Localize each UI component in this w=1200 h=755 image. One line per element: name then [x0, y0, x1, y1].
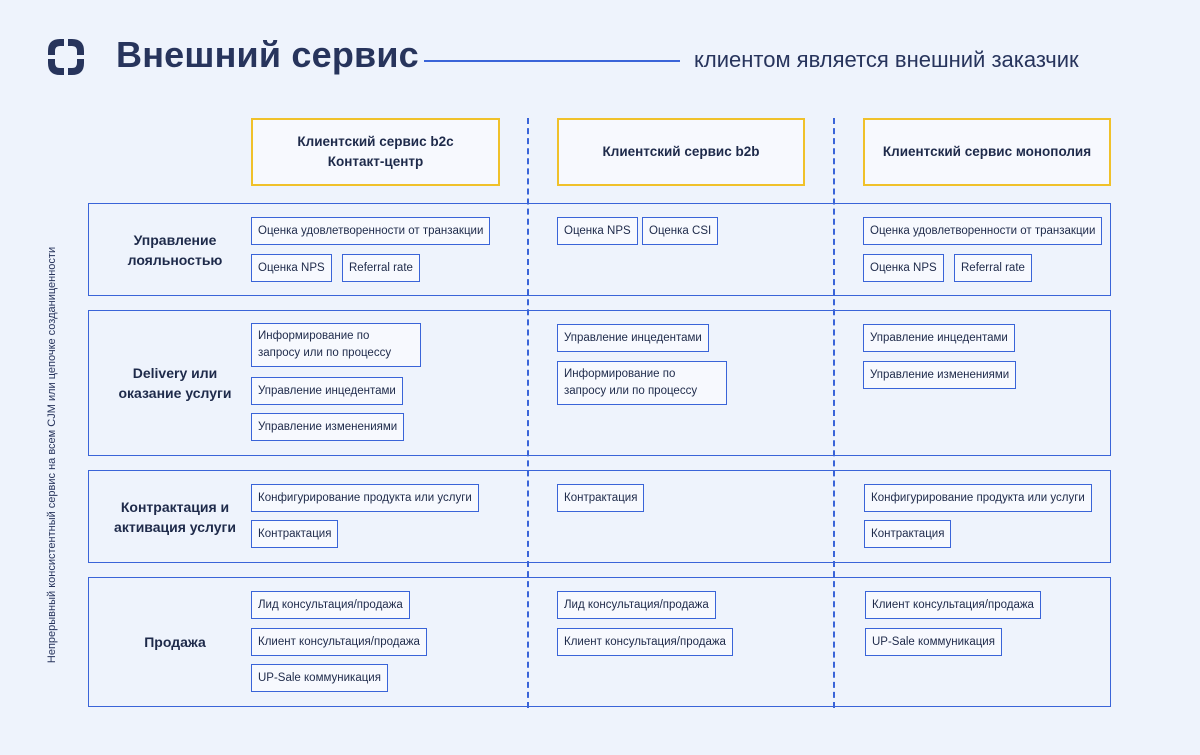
row-delivery [88, 310, 1111, 456]
tag-monopoly-delivery: Управление изменениями [863, 361, 1017, 389]
column-header-b2b-line1: Клиентский сервис b2b [602, 144, 760, 159]
tag-b2c-loyalty: Referral rate [342, 254, 420, 282]
title-divider [424, 60, 680, 62]
tag-b2b-loyalty: Оценка NPS [557, 217, 638, 245]
tag-b2c-delivery: Информирование по запросу или по процесс… [251, 323, 421, 367]
column-header-b2b: Клиентский сервис b2b [557, 118, 805, 186]
tag-monopoly-delivery: Управление инцедентами [863, 324, 1015, 352]
column-header-b2c-line1: Клиентский сервис b2c [297, 134, 454, 149]
page-subtitle: клиентом является внешний заказчик [694, 47, 1079, 72]
tag-b2c-sales: UP-Sale коммуникация [251, 664, 388, 692]
column-header-monopoly: Клиентский сервис монополия [863, 118, 1111, 186]
page-title: Внешний сервис [116, 34, 419, 75]
tag-monopoly-sales: Клиент консультация/продажа [865, 591, 1041, 619]
tag-monopoly-loyalty: Оценка удовлетворенности от транзакции [863, 217, 1103, 245]
tag-b2b-loyalty: Оценка CSI [642, 217, 719, 245]
row-label-line: Управление [133, 231, 217, 248]
column-header-b2c: Клиентский сервис b2c Контакт-центр [251, 118, 500, 186]
tag-monopoly-contracting: Конфигурирование продукта или услуги [864, 484, 1092, 512]
row-sales [88, 577, 1111, 707]
tag-b2b-sales: Лид консультация/продажа [557, 591, 716, 619]
column-header-monopoly-line1: Клиентский сервис монополия [882, 144, 1092, 159]
row-label-line: оказание услуги [118, 385, 232, 401]
tag-b2b-delivery: Информирование по запросу или по процесс… [557, 361, 727, 405]
row-label-line: лояльностью [127, 251, 223, 268]
tag-b2c-contracting: Конфигурирование продукта или услуги [251, 484, 479, 512]
tag-monopoly-loyalty: Referral rate [954, 254, 1032, 282]
column-header-b2c-line2: Контакт-центр [327, 154, 424, 169]
row-label-line: Продажа [144, 634, 206, 650]
row-label-line: Контрактация и [120, 498, 230, 515]
tag-b2c-sales: Лид консультация/продажа [251, 591, 410, 619]
row-label-delivery: Delivery или оказание услуги [90, 312, 260, 454]
logo-icon [48, 39, 84, 75]
tag-b2b-sales: Клиент консультация/продажа [557, 628, 733, 656]
tag-b2c-delivery: Управление изменениями [251, 413, 405, 441]
row-loyalty [88, 203, 1111, 296]
tag-b2b-delivery: Управление инцедентами [557, 324, 709, 352]
tag-b2c-delivery: Управление инцедентами [251, 377, 403, 405]
row-label-line: активация услуги [114, 518, 236, 535]
tag-b2c-loyalty: Оценка NPS [251, 254, 332, 282]
tag-monopoly-sales: UP-Sale коммуникация [865, 628, 1002, 656]
row-contracting [88, 470, 1111, 563]
column-divider [833, 118, 835, 708]
tag-monopoly-contracting: Контрактация [864, 520, 952, 548]
tag-b2c-loyalty: Оценка удовлетворенности от транзакции [251, 217, 491, 245]
row-label-line: Delivery или [132, 365, 218, 381]
column-divider [527, 118, 529, 708]
tag-b2b-contracting: Контрактация [557, 484, 645, 512]
row-label-sales: Продажа [90, 579, 260, 705]
tag-b2c-sales: Клиент консультация/продажа [251, 628, 427, 656]
tag-b2c-contracting: Контрактация [251, 520, 339, 548]
side-note: Непрерывный консистентный сервис на всем… [46, 246, 58, 664]
tag-monopoly-loyalty: Оценка NPS [863, 254, 944, 282]
row-label-loyalty: Управление лояльностью [90, 205, 260, 294]
row-label-contracting: Контрактация и активация услуги [90, 472, 260, 561]
